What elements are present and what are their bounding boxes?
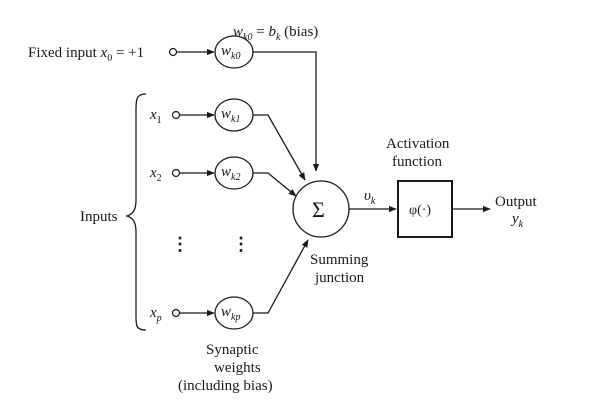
synaptic-label-line3: (including bias) xyxy=(178,378,273,394)
activation-symbol-icon: φ(·) xyxy=(409,203,431,218)
wk0-to-summer-wire xyxy=(253,51,320,172)
inputs-brace-icon xyxy=(124,93,147,331)
fixed-input-label: Fixed input x0 = +1 xyxy=(28,45,144,64)
input-xp-label: xp xyxy=(149,305,162,324)
input-x1-terminal xyxy=(171,110,181,120)
output-yk-label: yk xyxy=(510,211,524,230)
weight-wk1-label: wk1 xyxy=(221,106,240,125)
weight-wkp-label: wkp xyxy=(221,304,240,323)
summing-label-line2: junction xyxy=(314,270,365,286)
induced-field-label: υk xyxy=(364,188,376,207)
input-x2-terminal xyxy=(171,168,181,178)
synaptic-label-line1: Synaptic xyxy=(206,342,259,358)
input-x2-label: x2 xyxy=(149,165,162,184)
wk1-to-summer-wire xyxy=(253,114,306,181)
inputs-ellipsis: ⋮ xyxy=(171,234,189,254)
summing-symbol-icon: Σ xyxy=(312,197,325,222)
wk2-to-summer-wire xyxy=(253,172,297,197)
summing-label-line1: Summing xyxy=(310,252,369,268)
activation-label-line2: function xyxy=(392,154,442,170)
input-xp-terminal xyxy=(171,308,181,318)
activation-label-line1: Activation xyxy=(386,136,450,152)
weight-wk0-label: wk0 xyxy=(221,43,240,62)
weight-wk2-label: wk2 xyxy=(221,164,240,183)
output-label: Output xyxy=(495,194,538,210)
weights-ellipsis: ⋮ xyxy=(232,234,250,254)
synaptic-label-line2: weights xyxy=(214,360,261,376)
activation-function-box xyxy=(397,180,453,238)
inputs-label: Inputs xyxy=(80,209,118,225)
input-x1-label: x1 xyxy=(149,107,162,126)
wkp-to-summer-wire xyxy=(253,239,309,314)
bias-annotation: wk0 = bk (bias) xyxy=(233,24,318,43)
fixed-input-terminal xyxy=(168,47,178,57)
